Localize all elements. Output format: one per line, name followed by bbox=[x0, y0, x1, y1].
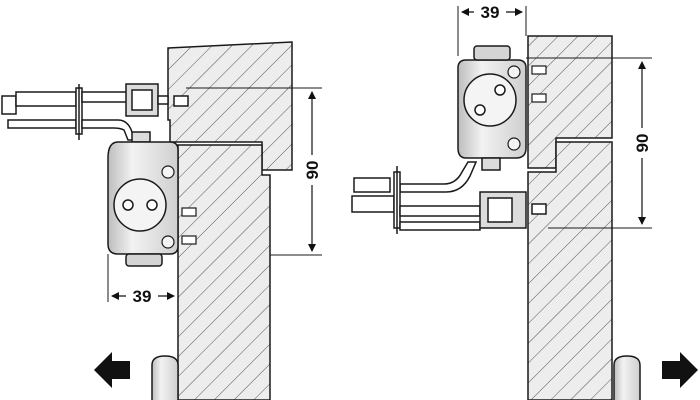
left-hinge-pin bbox=[151, 355, 179, 400]
left-width-label: 39 bbox=[133, 287, 152, 306]
left-door-leaf bbox=[177, 144, 271, 400]
left-closer-body bbox=[107, 141, 197, 267]
left-width-dimension: 39 bbox=[111, 286, 175, 306]
right-width-dimension: 39 bbox=[461, 2, 523, 22]
left-arm-assembly bbox=[1, 83, 189, 143]
right-arrow-icon bbox=[662, 352, 698, 388]
right-hinge-pin bbox=[613, 355, 641, 400]
left-door-frame bbox=[167, 41, 293, 171]
left-height-label: 90 bbox=[303, 161, 322, 180]
right-height-dimension: 90 bbox=[632, 61, 652, 225]
right-height-extension-lines bbox=[457, 6, 652, 229]
right-height-label: 90 bbox=[633, 134, 652, 153]
right-assembly: 90 39 bbox=[351, 2, 698, 400]
left-arrow-icon bbox=[94, 352, 130, 388]
right-closer-body bbox=[457, 45, 547, 159]
left-assembly: 90 39 bbox=[1, 41, 322, 400]
right-door-frame bbox=[527, 35, 613, 169]
left-height-extension-lines bbox=[107, 87, 322, 302]
right-door-leaf bbox=[527, 141, 613, 400]
right-width-label: 39 bbox=[481, 3, 500, 22]
right-arm-assembly bbox=[351, 157, 547, 234]
left-height-dimension: 90 bbox=[302, 91, 322, 252]
